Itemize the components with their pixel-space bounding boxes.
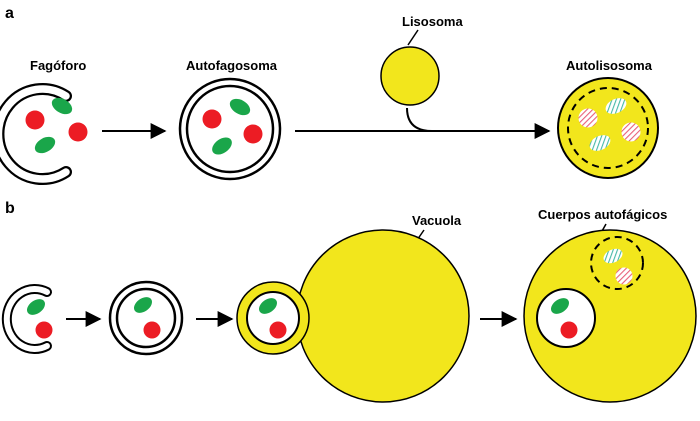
cargo-green [133, 297, 153, 313]
cargo-green [26, 299, 46, 315]
label-pointer [407, 29, 419, 46]
autophagic-body [536, 288, 596, 348]
cargo-green [258, 298, 278, 314]
cargo-red [35, 321, 53, 339]
phagophore-b [1, 284, 53, 354]
autolysosome [557, 77, 659, 179]
vacuole [296, 229, 470, 403]
vacuole-with-bodies [523, 229, 697, 403]
dashed-membrane [567, 87, 649, 169]
degraded-cargo [605, 98, 627, 114]
panel-letter-a: a [5, 5, 14, 22]
cargo-red [25, 110, 45, 130]
cargo-green [229, 98, 251, 116]
autophagosome-b [108, 280, 184, 356]
degraded-cargo [615, 267, 633, 285]
label-lisosoma: Lisosoma [402, 14, 463, 29]
label-fagoforo: Fagóforo [30, 58, 86, 73]
cargo-green [550, 298, 570, 314]
label-cuerpos-autofagicos: Cuerpos autofágicos [538, 207, 667, 222]
cargo-red [143, 321, 161, 339]
cargo-red [560, 321, 578, 339]
phagophore-a [0, 83, 88, 185]
cargo-red [269, 321, 287, 339]
panel-letter-b: b [5, 200, 15, 217]
degraded-cargo [578, 108, 598, 128]
degraded-cargo [589, 135, 611, 151]
label-autolisosoma: Autolisosoma [566, 58, 653, 73]
lysosome-join [406, 107, 433, 132]
cargo-red [202, 109, 222, 129]
cargo-red [68, 122, 88, 142]
autophagosome-a [178, 77, 282, 181]
dashed-membrane [590, 236, 644, 290]
degraded-cargo [603, 248, 623, 264]
label-autofagosoma: Autofagosoma [186, 58, 278, 73]
cargo-red [243, 124, 263, 144]
cargo-green [51, 97, 73, 115]
lysosome [380, 46, 440, 106]
degraded-cargo [621, 122, 641, 142]
cargo-green [34, 136, 56, 154]
cargo-green [212, 137, 232, 155]
label-vacuola: Vacuola [412, 213, 462, 228]
fusing-autophagosome [236, 281, 310, 355]
